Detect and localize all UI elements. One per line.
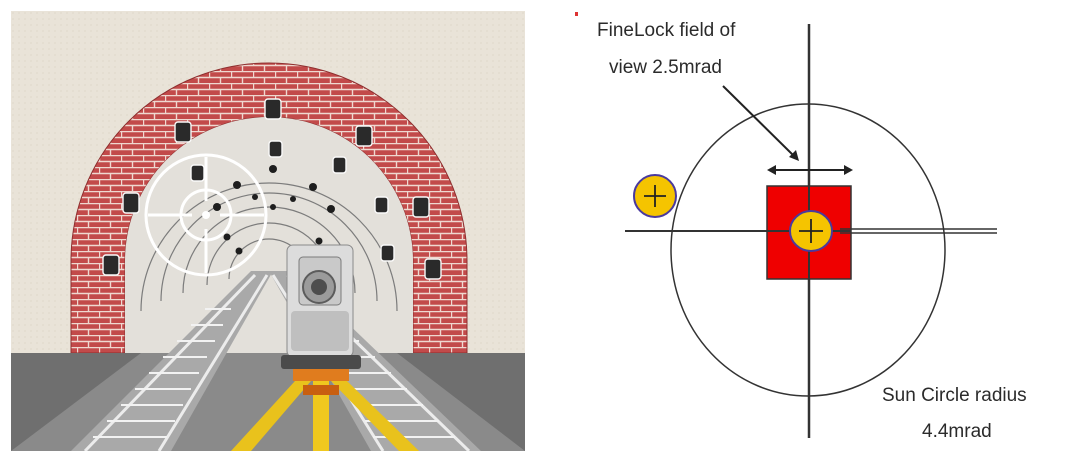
label-pointer-arrow: [722, 85, 799, 161]
crosshair-target: [144, 153, 268, 277]
distant-prisms: [213, 165, 335, 255]
corner-mark: [575, 12, 578, 16]
sun-circle-label-line2: 4.4mrad: [922, 421, 992, 442]
tunnel-illustration: [11, 11, 525, 451]
width-arrow: [767, 165, 853, 175]
monitoring-prisms: [102, 98, 442, 280]
sun-circle-label-line1: Sun Circle radius: [882, 385, 1027, 406]
finelock-label-line2: view 2.5mrad: [609, 57, 722, 78]
finelock-diagram: FineLock field of view 2.5mrad Sun Circl…: [575, 12, 1027, 442]
finelock-label-line1: FineLock field of: [597, 20, 736, 41]
total-station: [231, 244, 419, 451]
